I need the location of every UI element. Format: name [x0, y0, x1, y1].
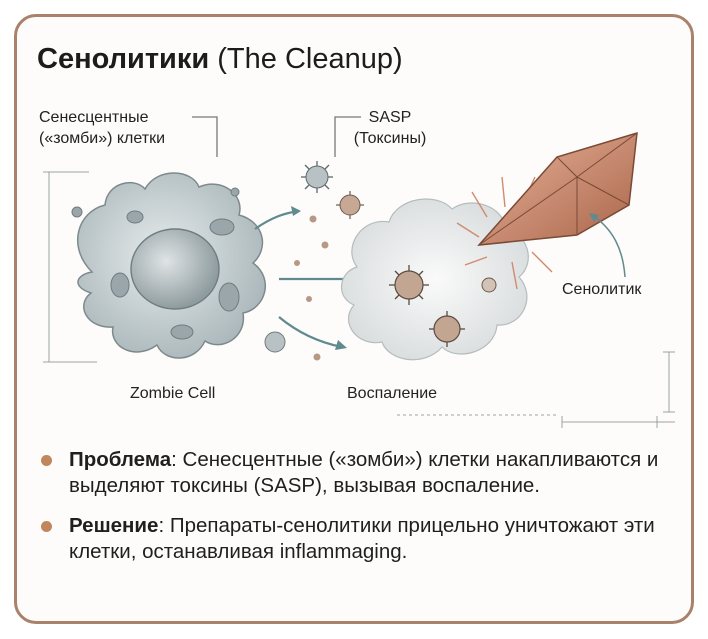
label-senescent-line2: («зомби») клетки [39, 128, 165, 149]
label-senolytic: Сенолитик [562, 279, 641, 300]
virus-floating-1 [301, 161, 333, 193]
label-sasp-line2: (Токсины) [345, 128, 435, 149]
arrows [255, 211, 352, 347]
label-sasp-line1: SASP [345, 107, 435, 128]
bullet-problem-term: Проблема [69, 448, 171, 471]
bullet-solution: Решение: Препараты-сенолитики прицельно … [39, 513, 679, 565]
bullet-list: Проблема: Сенесцентные («зомби») клетки … [39, 447, 679, 579]
scale-bar-right [397, 352, 675, 428]
label-sasp: SASP (Токсины) [345, 107, 435, 149]
infographic-card: Сенолитики (The Cleanup) [14, 14, 694, 624]
diagram-illustration [17, 17, 694, 437]
label-senescent-cells: Сенесцентные («зомби») клетки [39, 107, 165, 149]
bullet-dot [41, 455, 52, 466]
label-zombie-cell: Zombie Cell [130, 383, 215, 404]
bullet-solution-term: Решение [69, 514, 158, 537]
label-senescent-line1: Сенесцентные [39, 107, 165, 128]
virus-small-left [265, 332, 285, 352]
bullet-problem: Проблема: Сенесцентные («зомби») клетки … [39, 447, 679, 499]
zombie-cell [72, 173, 265, 358]
label-inflammation: Воспаление [347, 383, 437, 404]
virus-floating-2 [336, 191, 364, 219]
bullet-dot [41, 521, 52, 532]
toxin-particles [294, 216, 329, 361]
senescent-pointer [192, 117, 217, 157]
